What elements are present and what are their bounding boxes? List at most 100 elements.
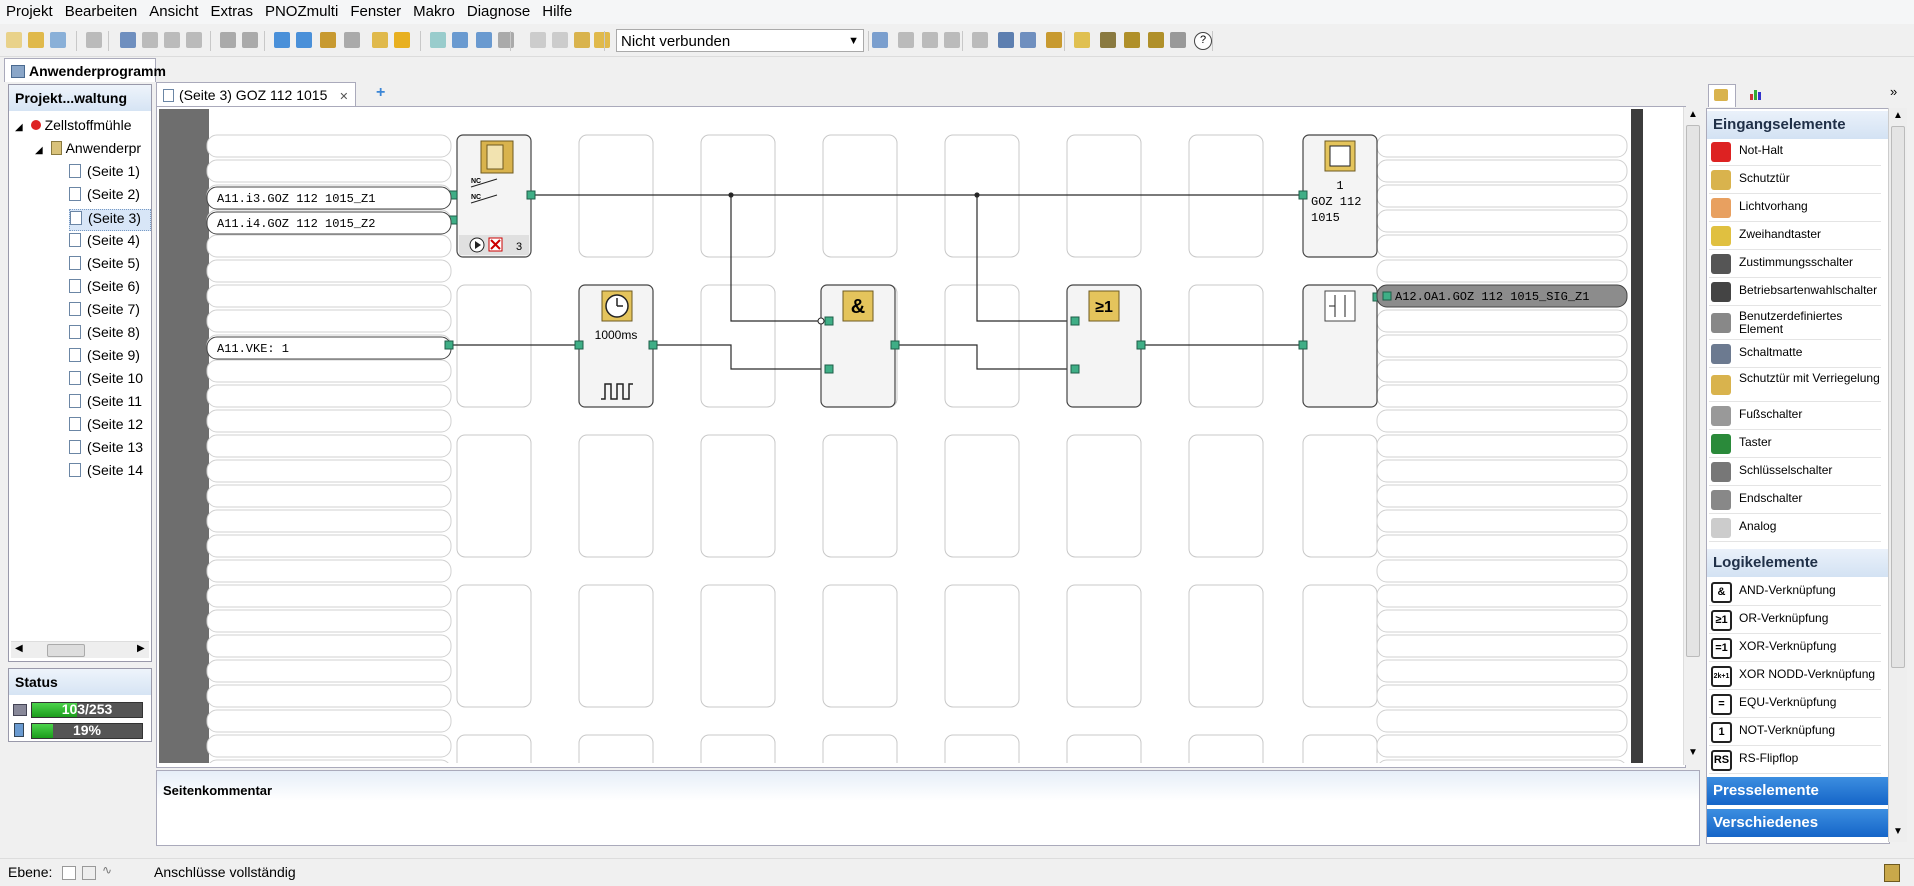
key-icon[interactable] <box>394 32 410 48</box>
tree-item-program[interactable]: ◢ Anwenderpr <box>35 140 151 156</box>
grid-cell[interactable] <box>1066 734 1142 858</box>
grid-cell[interactable] <box>700 134 776 258</box>
grid-cell[interactable] <box>700 584 776 708</box>
open-icon[interactable] <box>28 32 44 48</box>
list-icon[interactable] <box>972 32 988 48</box>
port[interactable] <box>1298 340 1308 350</box>
module2-icon[interactable] <box>594 32 610 48</box>
search-icon[interactable] <box>998 32 1014 48</box>
safety-door-block[interactable]: NC NC 3 <box>448 134 536 258</box>
zoom-out-icon[interactable] <box>296 32 312 48</box>
tree-item-page[interactable]: (Seite 8) <box>69 324 149 344</box>
output-block[interactable] <box>1298 284 1382 408</box>
input-label-3[interactable]: A11.VKE: 1 <box>217 342 289 356</box>
port[interactable] <box>1070 364 1080 374</box>
input-slot[interactable] <box>206 159 452 183</box>
output-slot[interactable] <box>1376 409 1628 433</box>
scroll-right-icon[interactable]: ▶ <box>137 643 145 654</box>
layer-icon[interactable] <box>62 866 76 880</box>
tree-item-page[interactable]: (Seite 5) <box>69 255 149 275</box>
input-slot[interactable] <box>206 484 452 508</box>
tree-item-page[interactable]: (Seite 12 <box>69 416 149 436</box>
grid-cell[interactable] <box>456 584 532 708</box>
palette-item-input[interactable]: Zustimmungsschalter <box>1709 251 1881 278</box>
chart-icon[interactable] <box>1750 88 1764 100</box>
import-icon[interactable] <box>320 32 336 48</box>
output-slot[interactable] <box>1376 459 1628 483</box>
output-slot[interactable] <box>1376 559 1628 583</box>
output-slot[interactable] <box>1376 734 1628 758</box>
output-slot[interactable] <box>1376 609 1628 633</box>
tree-item-page[interactable]: (Seite 7) <box>69 301 149 321</box>
scroll-left-icon[interactable]: ◀ <box>15 643 23 654</box>
stop-icon[interactable] <box>922 32 938 48</box>
port[interactable] <box>444 340 454 350</box>
palette-item-input[interactable]: Benutzerdefiniertes Element <box>1709 307 1881 340</box>
tab-editor-page[interactable]: (Seite 3) GOZ 112 1015 ✕ <box>156 82 356 106</box>
output-slot[interactable] <box>1376 534 1628 558</box>
grid-cell[interactable] <box>944 284 1020 408</box>
horizontal-scrollbar[interactable]: ◀ ▶ <box>11 641 149 658</box>
grid-cell[interactable] <box>700 284 776 408</box>
io2-icon[interactable] <box>1124 32 1140 48</box>
scroll-up-icon[interactable]: ▲ <box>1893 110 1903 121</box>
port[interactable] <box>824 364 834 374</box>
page3-icon[interactable] <box>552 32 568 48</box>
menu-item-5[interactable]: Fenster <box>350 3 402 20</box>
port[interactable] <box>574 340 584 350</box>
device-icon[interactable] <box>872 32 888 48</box>
io-icon[interactable] <box>1100 32 1116 48</box>
reference-block[interactable]: 1 GOZ 112 1015 <box>1298 134 1378 258</box>
io4-icon[interactable] <box>1170 32 1186 48</box>
page-comment-panel[interactable]: Seitenkommentar <box>156 770 1700 846</box>
tree-item-page[interactable]: (Seite 10 <box>69 370 149 390</box>
grid-cell[interactable] <box>1188 734 1264 858</box>
io3-icon[interactable] <box>1148 32 1164 48</box>
tree-item-root[interactable]: ◢ Zellstoffmühle <box>15 117 151 133</box>
scroll-down-icon[interactable]: ▼ <box>1893 826 1903 837</box>
collapse-icon[interactable]: » <box>1890 84 1898 99</box>
grid-cell[interactable] <box>1188 134 1264 258</box>
menu-item-6[interactable]: Makro <box>413 3 455 20</box>
output-slot[interactable] <box>1376 434 1628 458</box>
notes-icon[interactable] <box>1884 864 1900 882</box>
refresh-icon[interactable] <box>476 32 492 48</box>
paste-icon[interactable] <box>164 32 180 48</box>
port[interactable] <box>526 190 536 200</box>
port[interactable] <box>1070 316 1080 326</box>
page2-icon[interactable] <box>530 32 546 48</box>
display-icon[interactable] <box>452 32 468 48</box>
config-icon[interactable] <box>1020 32 1036 48</box>
palette-item-logic[interactable]: &AND-Verknüpfung <box>1709 579 1881 606</box>
grid-cell[interactable] <box>944 584 1020 708</box>
output-slot[interactable] <box>1376 309 1628 333</box>
input-slot[interactable] <box>206 259 452 283</box>
grid-cell[interactable] <box>1066 584 1142 708</box>
input-label-2[interactable]: A11.i4.GOZ 112 1015_Z2 <box>217 217 375 231</box>
play-icon[interactable] <box>898 32 914 48</box>
port[interactable] <box>890 340 900 350</box>
palette-item-input[interactable]: Taster <box>1709 431 1881 458</box>
palette-item-input[interactable]: Lichtvorhang <box>1709 195 1881 222</box>
category-press-elements[interactable]: Presselemente <box>1707 777 1889 805</box>
grid-cell[interactable] <box>456 284 532 408</box>
tree-item-page[interactable]: (Seite 13 <box>69 439 149 459</box>
input-slot[interactable] <box>206 609 452 633</box>
tree-item-page[interactable]: (Seite 11 <box>69 393 149 413</box>
grid-cell[interactable] <box>1302 584 1378 708</box>
tree-item-page[interactable]: (Seite 6) <box>69 278 149 298</box>
grid-cell[interactable] <box>1302 734 1378 858</box>
tree-item-page[interactable]: (Seite 4) <box>69 232 149 252</box>
or-block[interactable]: ≥1 <box>1066 284 1146 408</box>
tree-item-page[interactable]: (Seite 1) <box>69 163 149 183</box>
palette-scrollbar[interactable]: ▲ ▼ <box>1888 108 1907 842</box>
tree-item-page[interactable]: (Seite 3) <box>69 209 151 231</box>
globe-icon[interactable] <box>430 32 446 48</box>
save-icon[interactable] <box>50 32 66 48</box>
grid-cell[interactable] <box>1066 134 1142 258</box>
lock-icon[interactable] <box>372 32 388 48</box>
grid-cell[interactable] <box>578 434 654 558</box>
wave-icon[interactable] <box>944 32 960 48</box>
